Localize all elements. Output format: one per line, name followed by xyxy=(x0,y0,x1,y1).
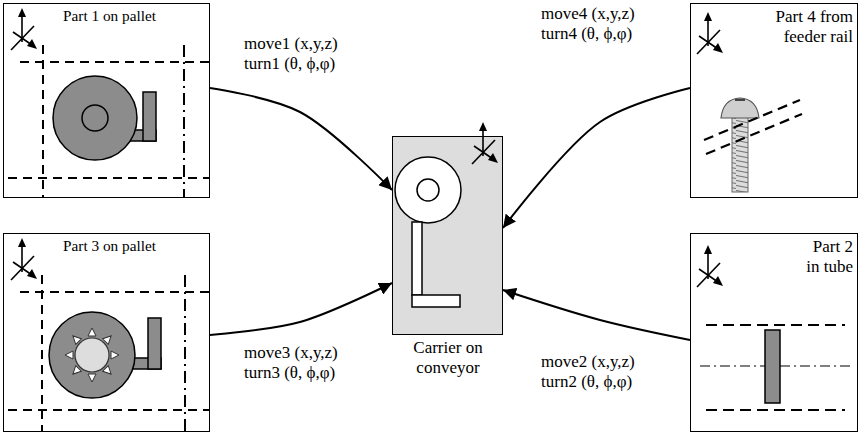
motion-label: move2 (x,y,z) turn2 (θ, ϕ,φ) xyxy=(540,352,660,393)
tube-wall xyxy=(706,324,845,326)
pallet-guide xyxy=(20,61,210,63)
panel-title: Part 2 in tube xyxy=(798,237,854,278)
pallet-guide xyxy=(41,275,43,432)
transfer-arrow xyxy=(210,88,392,190)
motion-label: move1 (x,y,z) turn1 (θ, ϕ,φ) xyxy=(243,34,363,75)
box-caption: Carrier on conveyor xyxy=(398,338,498,379)
gear-part xyxy=(49,312,135,398)
carrier-illustration xyxy=(392,122,503,335)
bracket xyxy=(143,92,156,141)
motion-label: move4 (x,y,z) turn4 (θ, ϕ,φ) xyxy=(540,4,660,45)
tube-panel: Part 2 in tube xyxy=(690,233,858,432)
transfer-arrow xyxy=(503,88,690,228)
tube-wall xyxy=(706,409,845,411)
mounted-wheel xyxy=(395,157,461,223)
mounted-hub xyxy=(417,179,439,201)
gear-teeth xyxy=(65,328,119,382)
screw-slot xyxy=(735,99,745,101)
part1-illustration xyxy=(8,8,210,198)
mounted-bracket xyxy=(412,222,422,295)
motion-label: move3 (x,y,z) turn3 (θ, ϕ,φ) xyxy=(243,343,363,384)
coordinate-frame xyxy=(472,122,498,164)
pin-part xyxy=(765,330,780,403)
carrier-box: Carrier on conveyor xyxy=(392,136,503,335)
coordinate-frame xyxy=(697,245,723,287)
pallet-guide xyxy=(8,177,210,179)
coordinate-frame xyxy=(11,8,37,50)
transfer-arrow xyxy=(210,283,392,335)
panel-title: Part 4 from feeder rail xyxy=(750,7,854,48)
bracket xyxy=(148,318,161,369)
wheel-part xyxy=(53,76,137,160)
feeder-rail xyxy=(706,114,802,154)
coordinate-frame xyxy=(697,12,723,54)
pallet-guide xyxy=(8,409,210,411)
mounted-bracket xyxy=(412,295,460,307)
wheel-hub xyxy=(82,105,108,131)
panel-title: Part 1 on pallet xyxy=(62,7,209,25)
pallet-guide xyxy=(184,275,186,432)
screw-head xyxy=(721,98,759,118)
transfer-arrow xyxy=(503,290,690,340)
coordinate-frame xyxy=(11,238,37,280)
pallet-guide xyxy=(20,291,210,293)
carrier-fill xyxy=(392,136,503,335)
feeder-panel: Part 4 from feeder rail xyxy=(690,3,858,198)
part3-illustration xyxy=(8,238,210,432)
pallet-guide xyxy=(183,45,185,198)
panel-title: Part 3 on pallet xyxy=(62,237,209,255)
pallet-panel: Part 3 on pallet xyxy=(3,233,210,432)
pallet-panel: Part 1 on pallet xyxy=(3,3,210,198)
pallet-guide xyxy=(42,45,44,198)
